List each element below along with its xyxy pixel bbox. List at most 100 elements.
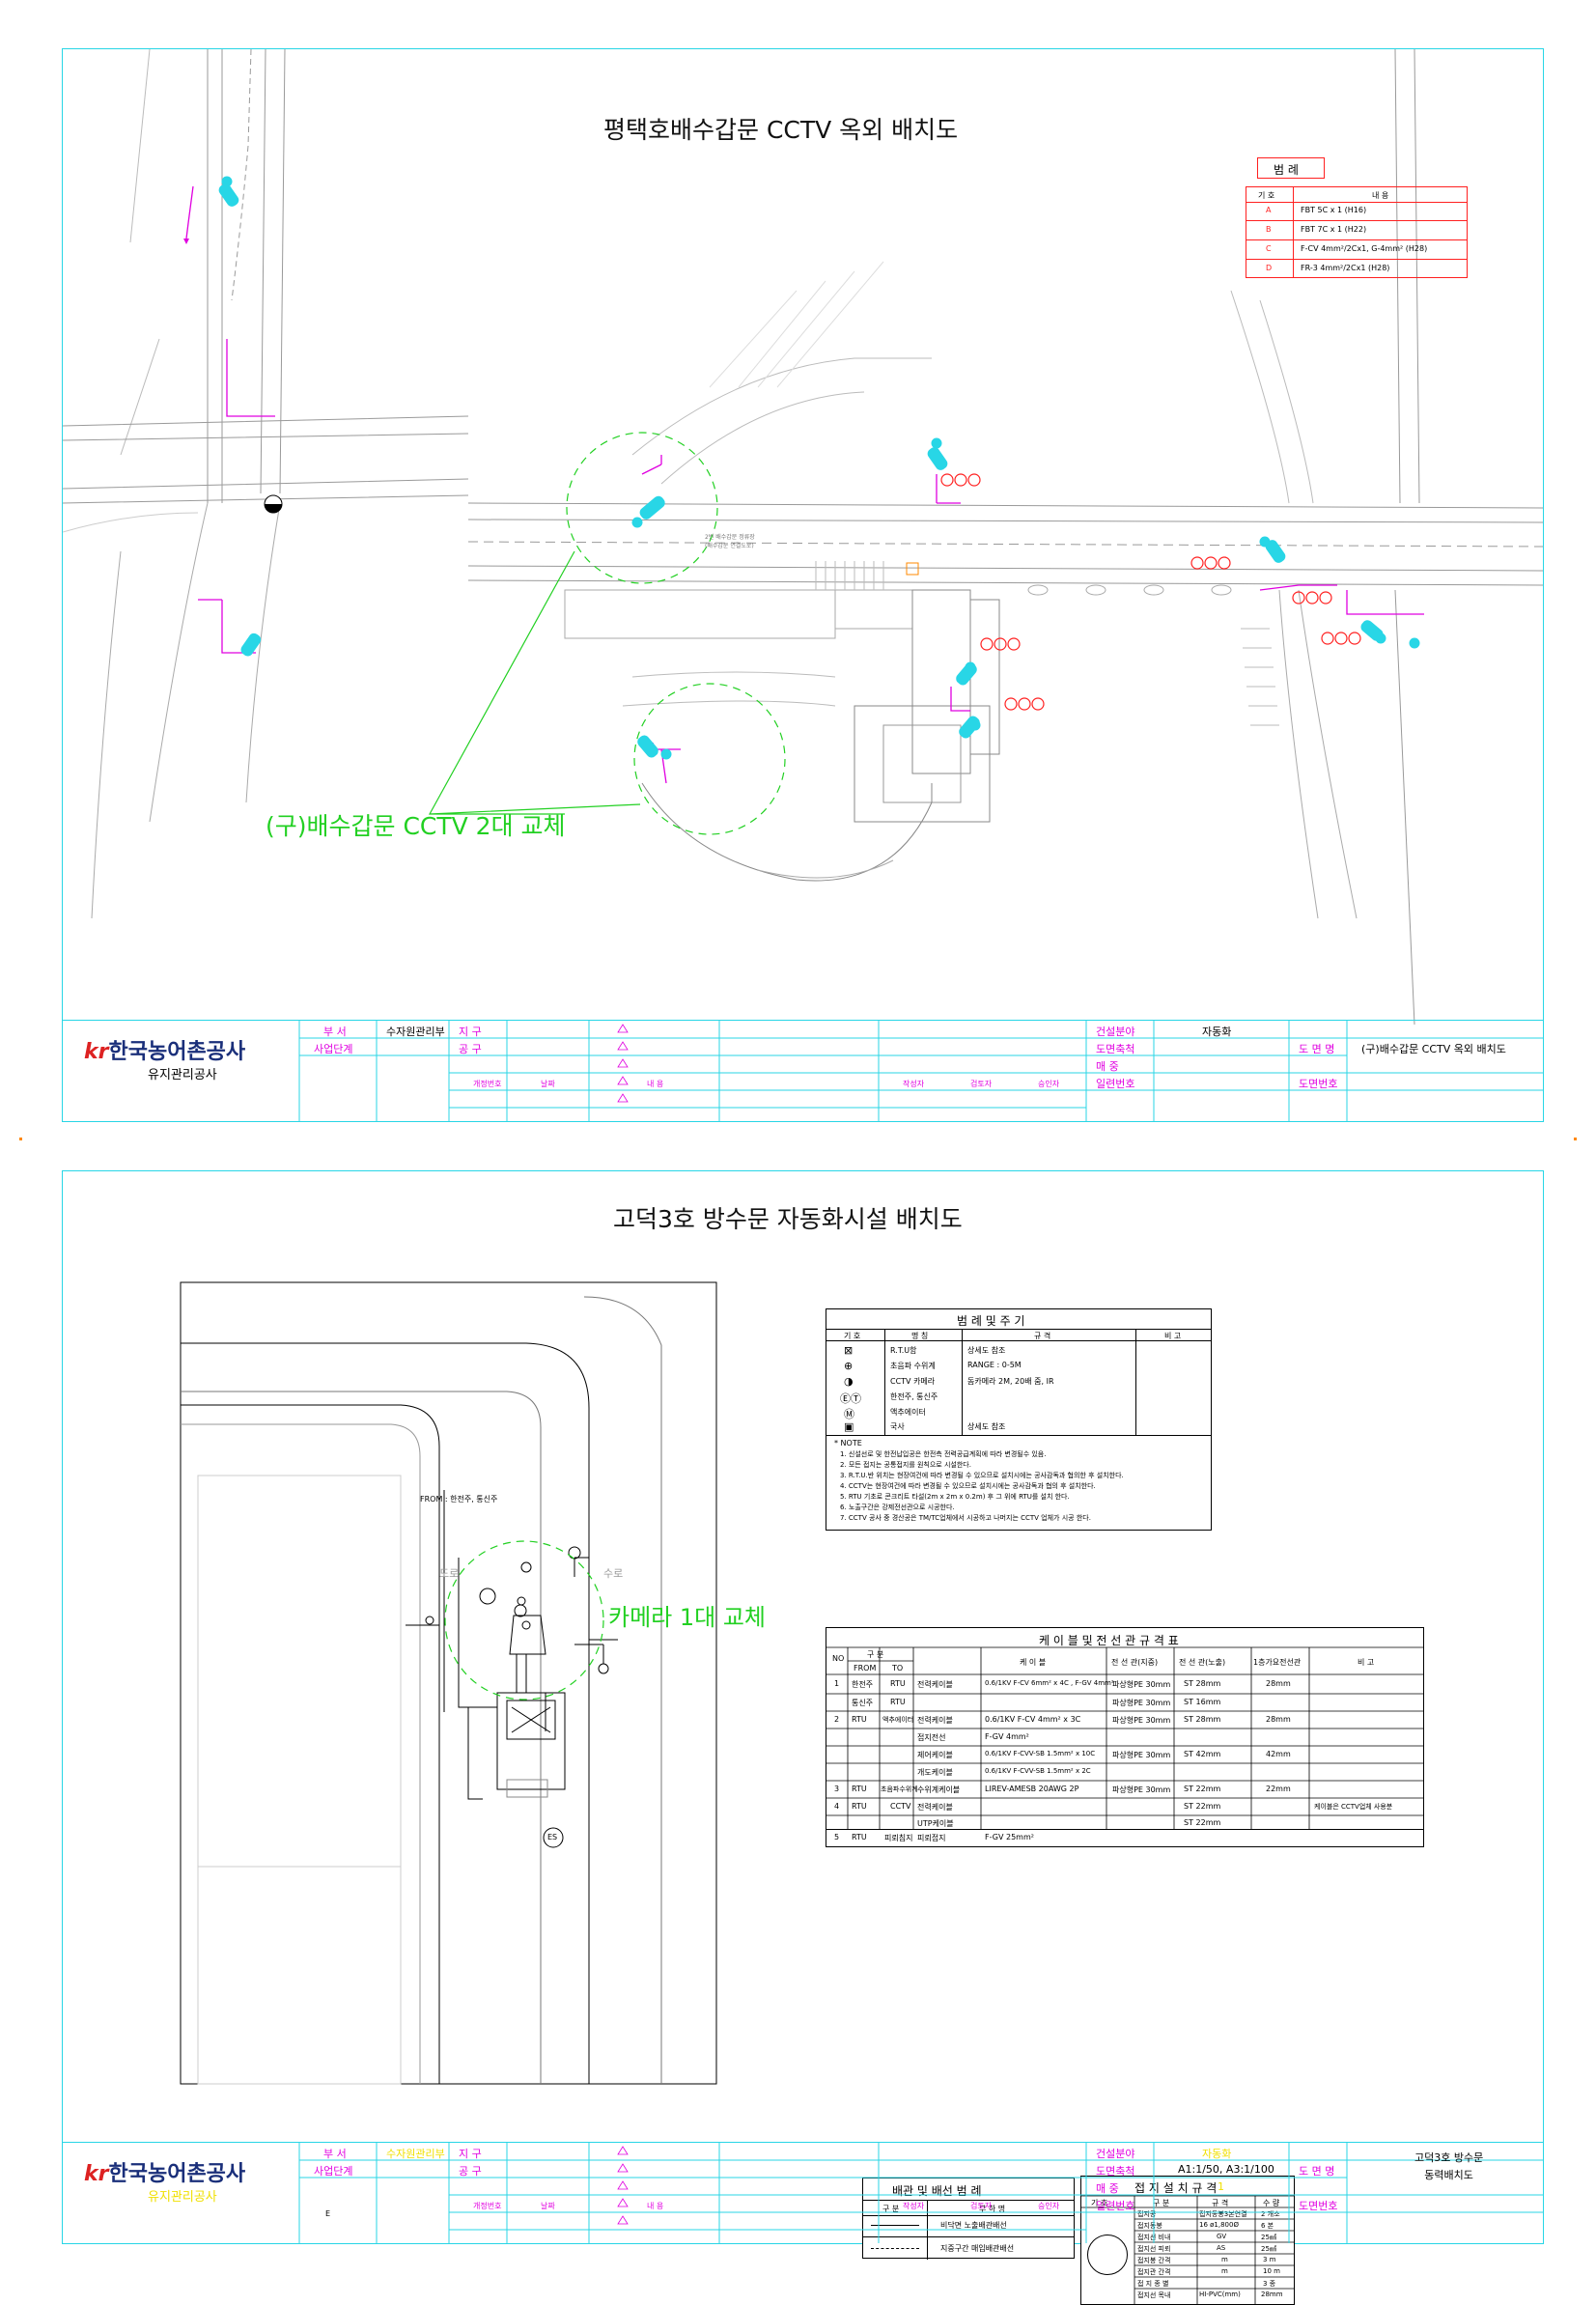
- legend-notes-title: 범 례 및 주 기: [957, 1314, 1025, 1328]
- org-sub-1: 유지관리공사: [148, 1068, 217, 1082]
- tb1-stage-label: 사업단계: [314, 1043, 353, 1055]
- tb1-dwgno-label: 도면번호: [1299, 1078, 1338, 1090]
- title-block-2: kr한국농어촌공사 유지관리공사 부 서 수자원관리부 지 구 사업단계 공 구…: [63, 2142, 1543, 2243]
- tb1-dept-label: 부 서: [323, 1026, 347, 1038]
- ct-head-cable: 케 이 블: [1020, 1658, 1047, 1667]
- ln-head-0: 기 호: [844, 1332, 861, 1340]
- ct-head-note: 비 고: [1358, 1658, 1375, 1667]
- ln-row-0-name: R.T.U함: [890, 1346, 917, 1355]
- gt-r5-q: 10 m: [1263, 2267, 1280, 2275]
- gt-head-3: 수 량: [1263, 2199, 1280, 2207]
- legend-notes-table: 범 례 및 주 기 기 호 명 칭 규 격 비 고 ⊠ ⊕ ◑ ⒺⓉ Ⓜ ▣ R…: [826, 1308, 1212, 1531]
- level-sensor-icon: ⊕: [844, 1360, 854, 1372]
- legend-head-content: 내 용: [1372, 191, 1389, 200]
- note-2: 2. 모든 접지는 공통접지를 원칙으로 시설한다.: [840, 1461, 971, 1469]
- tb1-footer-date: 날짜: [541, 1080, 555, 1088]
- gt-r6-k: 접 지 종 별: [1137, 2280, 1169, 2288]
- plan-from-label: FROM : 한전주, 통신주: [420, 1495, 498, 1504]
- krc-emblem-icon: kr: [84, 2162, 109, 2186]
- legend-sym-a: A: [1266, 206, 1272, 214]
- tb2-district-label: 지 구: [459, 2148, 482, 2160]
- gt-r7-s: HI-PVC(mm): [1199, 2291, 1241, 2298]
- cable-spec-table: 케 이 블 및 전 선 관 규 격 표 NO 구 분 FROM TO 케 이 블…: [826, 1627, 1424, 1830]
- actuator-icon: Ⓜ: [844, 1408, 854, 1420]
- gt-head-2: 규 격: [1212, 2199, 1229, 2207]
- ground-table-title: 접 지 설 치 규 격: [1134, 2181, 1218, 2195]
- gt-r1-k: 접지동봉: [1137, 2222, 1162, 2230]
- note-7: 7. CCTV 공사 중 경산공은 TM/TC업체에서 시공하고 나머지는 CC…: [840, 1514, 1091, 1522]
- site-plan-1: [63, 49, 1543, 1025]
- sheet2-title: 고덕3호 방수문 자동화시설 배치도: [613, 1205, 963, 1233]
- legend-head-symbol: 기 호: [1258, 191, 1275, 200]
- gt-r4-q: 3 m: [1263, 2256, 1276, 2263]
- plan-es-label: ES: [547, 1833, 558, 1841]
- title-block-1: kr한국농어촌공사 유지관리공사 부 서 수자원관리부 지 구 사업단계 공 구…: [63, 1020, 1543, 1121]
- org-logo-1: kr한국농어촌공사: [84, 1040, 246, 1064]
- crop-mark-left: [19, 1138, 22, 1140]
- gt-r3-q: 25㎟: [1261, 2245, 1276, 2253]
- legend-text-d: FR-3 4mm²/2Cx1 (H28): [1301, 264, 1390, 272]
- exposed-line-symbol: [871, 2225, 919, 2226]
- tb1-dept: 수자원관리부: [386, 1026, 445, 1038]
- cctv-camera-icon: ◑: [844, 1375, 854, 1388]
- tb1-footer-approver: 승인자: [1038, 1080, 1060, 1088]
- tb2-dept: 수자원관리부: [386, 2148, 445, 2160]
- gt-head-1: 구 분: [1153, 2199, 1170, 2207]
- plan-earth-label: E: [325, 2209, 331, 2218]
- cable-table-title: 케 이 블 및 전 선 관 규 격 표: [1039, 1634, 1179, 1647]
- ln-row-1-spec: RANGE : 0-5M: [967, 1361, 1022, 1369]
- note-5: 5. RTU 기초로 콘크리트 타설(2m x 2m x 0.2m) 후 그 위…: [840, 1493, 1070, 1501]
- gt-r1-q: 6 본: [1261, 2222, 1274, 2230]
- krc-emblem-icon: kr: [84, 1040, 109, 1064]
- rtu-box-icon: ⊠: [844, 1344, 854, 1357]
- ct-head-no: NO: [832, 1654, 845, 1663]
- sheet1-callout: (구)배수갑문 CCTV 2대 교체: [266, 812, 566, 840]
- tb1-field: 자동화: [1202, 1026, 1232, 1038]
- wl-head-1: 부 하 명: [979, 2205, 1006, 2213]
- tb2-field: 자동화: [1202, 2148, 1232, 2160]
- tb2-dwgno-label: 도면번호: [1299, 2200, 1338, 2212]
- tb2-footer-author: 작성자: [903, 2202, 925, 2210]
- gt-r4-s: m: [1221, 2256, 1228, 2263]
- note-6: 6. 노출구간은 강제전선관으로 시공한다.: [840, 1504, 955, 1511]
- ct-head-flex: 1층가요전선관: [1253, 1658, 1302, 1667]
- ln-head-2: 규 격: [1034, 1332, 1051, 1340]
- tb2-scale: A1:1/50, A3:1/100: [1178, 2163, 1274, 2176]
- org-logo-2: kr한국농어촌공사: [84, 2162, 246, 2186]
- tb2-dwgname: 고덕3호 방수문 동력배치도: [1414, 2151, 1484, 2181]
- ln-row-2-name: CCTV 카메라: [890, 1377, 936, 1386]
- ln-head-3: 비 고: [1164, 1332, 1182, 1340]
- tb1-footer-rev: 개정번호: [473, 1080, 502, 1088]
- ct-head-expo: 전 선 관(노출): [1179, 1658, 1226, 1667]
- note-3: 3. R.T.U.반 위치는 현장여건에 따라 변경될 수 있으므로 설치시에는…: [840, 1472, 1124, 1479]
- ln-row-3-name: 한전주, 통신주: [890, 1392, 938, 1401]
- tb1-sheet-label: 매 중: [1096, 1060, 1119, 1073]
- tb2-work-label: 공 구: [459, 2165, 482, 2178]
- sheet1-title: 평택호배수갑문 CCTV 옥외 배치도: [603, 116, 959, 144]
- ln-row-4-name: 액추에이터: [890, 1408, 926, 1417]
- legend-sym-b: B: [1266, 225, 1272, 234]
- gt-r3-k: 접지선 피뢰: [1137, 2245, 1171, 2253]
- tb2-stage-label: 사업단계: [314, 2165, 353, 2178]
- tb1-footer-reviewer: 검토자: [970, 1080, 993, 1088]
- ln-head-1: 명 칭: [911, 1332, 929, 1340]
- tb1-footer-content: 내 용: [647, 1080, 664, 1088]
- org-sub-2: 유지관리공사: [148, 2190, 217, 2205]
- drawing-sheet-2: 고덕3호 방수문 자동화시설 배치도: [62, 1170, 1544, 2305]
- gt-r7-k: 접지선 목내: [1137, 2291, 1171, 2299]
- ln-row-0-spec: 상세도 참조: [967, 1346, 1006, 1355]
- gt-r2-s: GV: [1217, 2233, 1227, 2240]
- ln-row-1-name: 초음파 수위계: [890, 1362, 936, 1370]
- sheet2-callout: 카메라 1대 교체: [608, 1604, 767, 1631]
- legend-table: 기 호 내 용 A FBT 5C x 1 (H16) B FBT 7C x 1 …: [1246, 186, 1468, 278]
- gt-r2-q: 25㎟: [1261, 2234, 1276, 2241]
- drawing-sheet-1: 평택호배수갑문 CCTV 옥외 배치도: [62, 48, 1544, 1122]
- legend-title: 범 례: [1274, 163, 1299, 177]
- utility-pole-icon: ⒺⓉ: [840, 1392, 861, 1405]
- gt-head-0: 기 호: [1091, 2199, 1108, 2207]
- tb1-footer-author: 작성자: [903, 1080, 925, 1088]
- legend-title-box: 범 례: [1257, 157, 1325, 179]
- ln-row-5-spec: 상세도 참조: [967, 1422, 1006, 1431]
- tb1-dwgname-label: 도 면 명: [1299, 1043, 1335, 1055]
- station-icon: ▣: [844, 1420, 854, 1433]
